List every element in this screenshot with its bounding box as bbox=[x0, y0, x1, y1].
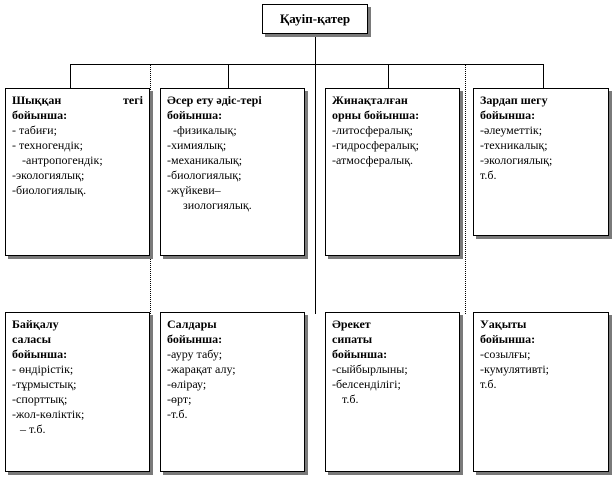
node-origin: Шыққан тегі бойынша: - табиғи; - техноге… bbox=[5, 88, 150, 256]
list-item: -әлеуметтік; bbox=[480, 123, 543, 137]
node-action-nature-heading-2: сипаты bbox=[332, 332, 373, 346]
connector-top-1 bbox=[70, 64, 71, 88]
list-item: -техникалық; bbox=[480, 138, 548, 152]
node-origin-heading-2: бойынша: bbox=[12, 108, 68, 122]
list-item: -белсенділігі; bbox=[332, 377, 401, 391]
node-time: Уақыты бойынша: -созылғы; -кумулятивті; … bbox=[473, 312, 609, 472]
list-item: -атмосфералық. bbox=[332, 153, 414, 167]
list-item: -өлірау; bbox=[167, 377, 207, 391]
node-action-nature: Әрекет сипаты бойынша: -сыйбырлыны; -бел… bbox=[325, 312, 460, 472]
node-action-nature-heading-1: Әрекет bbox=[332, 317, 371, 331]
list-item: -жол-көліктік; bbox=[12, 407, 85, 421]
node-consequences-heading-1: Салдары bbox=[167, 317, 217, 331]
node-accumulation-place-heading-1: Жинақталған bbox=[332, 93, 408, 107]
connector-bottom-3 bbox=[465, 64, 466, 314]
node-damage-heading-1: Зардап шегу bbox=[480, 93, 548, 107]
list-item: -экологиялық; bbox=[12, 168, 85, 182]
node-time-heading-1: Уақыты bbox=[480, 317, 527, 331]
list-item: -спорттық; bbox=[12, 392, 68, 406]
connector-top-3 bbox=[388, 64, 389, 88]
node-damage: Зардап шегу бойынша: -әлеуметтік; -техни… bbox=[473, 88, 609, 236]
root-node: Қауіп-қатер bbox=[262, 4, 368, 34]
root-title: Қауіп-қатер bbox=[279, 11, 351, 26]
node-time-heading-2: бойынша: bbox=[480, 332, 536, 346]
node-observation-area-heading-1: Байқалу bbox=[12, 317, 59, 331]
list-item: -гидросфералық; bbox=[332, 138, 419, 152]
root-stem bbox=[315, 34, 316, 64]
list-item: -литосфералық; bbox=[332, 123, 414, 137]
list-item: -экологиялық; bbox=[480, 153, 553, 167]
connector-top-2 bbox=[228, 64, 229, 88]
list-item: - өндірістік; bbox=[12, 362, 74, 376]
node-origin-heading-1: Шыққан тегі bbox=[12, 93, 143, 107]
list-item: зиологиялық. bbox=[183, 198, 252, 212]
node-impact-method: Әсер ету әдіс-тері бойынша: -физикалық; … bbox=[160, 88, 305, 256]
connector-bottom-2 bbox=[315, 64, 316, 314]
node-accumulation-place: Жинақталған орны бойынша: -литосфералық;… bbox=[325, 88, 460, 256]
list-item: -тұрмыстық; bbox=[12, 377, 77, 391]
node-observation-area-heading-2: саласы bbox=[12, 332, 52, 346]
node-impact-method-heading-2: бойынша: bbox=[167, 108, 223, 122]
list-item: т.б. bbox=[480, 377, 497, 391]
connector-bottom-1 bbox=[150, 64, 151, 314]
list-item: -кумулятивті; bbox=[480, 362, 550, 376]
list-item: -сыйбырлыны; bbox=[332, 362, 408, 376]
list-item: -биологиялық. bbox=[12, 183, 87, 197]
node-impact-method-heading-1: Әсер ету әдіс-тері bbox=[167, 93, 262, 107]
list-item: -механикалық; bbox=[167, 153, 243, 167]
horizontal-connector bbox=[70, 64, 543, 65]
node-damage-heading-2: бойынша: bbox=[480, 108, 536, 122]
list-item: -антропогендік; bbox=[22, 153, 103, 167]
list-item: -жүйкеви– bbox=[167, 183, 221, 197]
list-item: т.б. bbox=[480, 168, 497, 182]
list-item: – т.б. bbox=[20, 422, 46, 436]
node-observation-area-heading-3: бойынша: bbox=[12, 347, 68, 361]
list-item: -физикалық; bbox=[173, 123, 237, 137]
list-item: -жарақат алу; bbox=[167, 362, 236, 376]
connector-top-4 bbox=[543, 64, 544, 88]
list-item: -химиялық; bbox=[167, 138, 227, 152]
node-consequences-heading-2: бойынша: bbox=[167, 332, 223, 346]
list-item: -өрт; bbox=[167, 392, 192, 406]
node-consequences: Салдары бойынша: -ауру табу; -жарақат ал… bbox=[160, 312, 305, 472]
list-item: -биологиялық; bbox=[167, 168, 242, 182]
node-action-nature-heading-3: бойынша: bbox=[332, 347, 388, 361]
node-observation-area: Байқалу саласы бойынша: - өндірістік; -т… bbox=[5, 312, 150, 472]
list-item: т.б. bbox=[342, 392, 359, 406]
list-item: -ауру табу; bbox=[167, 347, 223, 361]
list-item: - табиғи; bbox=[12, 123, 57, 137]
node-accumulation-place-heading-2: орны бойынша: bbox=[332, 108, 420, 122]
list-item: -т.б. bbox=[167, 407, 188, 421]
list-item: -созылғы; bbox=[480, 347, 531, 361]
list-item: - техногендік; bbox=[12, 138, 83, 152]
